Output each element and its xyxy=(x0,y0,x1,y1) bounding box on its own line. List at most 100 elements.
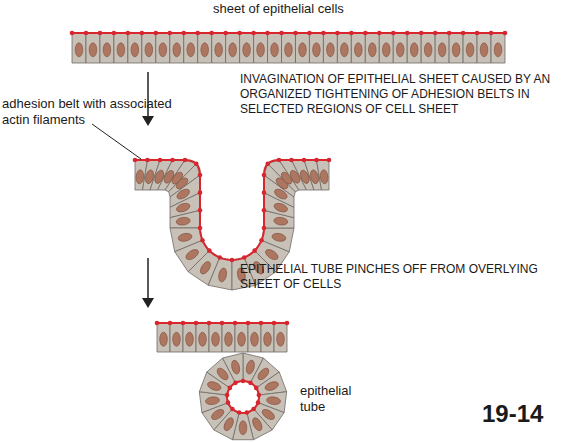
epithelial-cell xyxy=(86,33,100,63)
adherens-junction xyxy=(262,173,267,178)
cell-nucleus xyxy=(218,267,228,282)
adherens-junction xyxy=(230,258,235,263)
cell-nucleus xyxy=(210,407,226,421)
epithelial-cell xyxy=(128,33,142,63)
epithelial-cell xyxy=(208,258,232,290)
adherens-junction xyxy=(198,208,203,213)
adherens-junction xyxy=(461,31,466,36)
cell-nucleus xyxy=(251,416,264,432)
adherens-junction xyxy=(223,31,228,36)
epithelial-cell xyxy=(295,33,309,63)
structure-label: sheet of epithelial cells xyxy=(213,1,413,17)
adherens-junction xyxy=(254,386,259,391)
cell-nucleus xyxy=(243,43,251,57)
adherens-junction xyxy=(194,321,199,326)
epithelial-cell xyxy=(268,33,282,63)
epithelial-cell xyxy=(222,323,235,352)
adherens-junction xyxy=(98,31,103,36)
cell-nucleus xyxy=(145,43,153,57)
epithelial-cell xyxy=(309,33,323,63)
adherens-junction xyxy=(181,321,186,326)
adherens-junction xyxy=(257,393,262,398)
cell-nucleus xyxy=(257,43,265,57)
epithelial-cell xyxy=(254,33,268,63)
adherens-junction xyxy=(363,31,368,36)
adherens-junction xyxy=(272,321,277,326)
epithelial-cell xyxy=(196,323,209,352)
epithelial-cell xyxy=(157,323,170,352)
adherens-junction xyxy=(198,173,203,178)
adherens-junction xyxy=(237,410,242,415)
adherens-junction xyxy=(225,393,230,398)
adherens-junction xyxy=(256,400,261,405)
adherens-junction xyxy=(248,381,253,386)
cell-nucleus xyxy=(184,248,200,262)
adherens-junction xyxy=(252,248,257,253)
epithelial-cell xyxy=(262,228,294,252)
cell-nucleus xyxy=(264,380,280,392)
adherens-junction xyxy=(230,407,235,412)
epithelial-cell xyxy=(449,33,463,63)
adherens-junction xyxy=(405,31,410,36)
callout-label: adhesion belt with associated actin fila… xyxy=(2,96,180,128)
epithelial-cell xyxy=(393,33,407,63)
adherens-junction xyxy=(335,31,340,36)
cell-nucleus xyxy=(285,43,293,57)
cell-nucleus xyxy=(131,43,139,57)
cell-nucleus xyxy=(320,170,329,185)
epithelial-cell xyxy=(235,323,248,352)
adherens-junction xyxy=(251,407,256,412)
arrow-head xyxy=(142,116,154,126)
cell-nucleus xyxy=(238,332,246,346)
adherens-junction xyxy=(220,321,225,326)
adherens-junction xyxy=(217,255,222,260)
adherens-junction xyxy=(155,321,160,326)
adherens-junction xyxy=(237,31,242,36)
cell-nucleus xyxy=(186,332,194,346)
epithelial-cell xyxy=(477,33,491,63)
cell-nucleus xyxy=(173,43,181,57)
step-description: EPITHELIAL TUBE PINCHES OFF FROM OVERLYI… xyxy=(240,262,562,292)
epithelial-cell xyxy=(156,33,170,63)
epithelial-cell xyxy=(100,33,114,63)
adherens-junction xyxy=(198,226,203,231)
adherens-junction xyxy=(302,158,307,163)
adherens-junction xyxy=(307,31,312,36)
adherens-junction xyxy=(198,190,203,195)
epithelial-cell xyxy=(274,323,287,352)
actin-belt xyxy=(199,210,201,228)
epithelial-cell xyxy=(223,353,243,383)
structure-label: epithelial tube xyxy=(300,383,370,415)
cell-nucleus xyxy=(266,396,281,405)
adherens-junction xyxy=(419,31,424,36)
cell-nucleus xyxy=(327,43,335,57)
epithelial-cell xyxy=(317,160,330,190)
epithelial-cell xyxy=(435,33,449,63)
cell-nucleus xyxy=(251,332,259,346)
adherens-junction xyxy=(126,31,131,36)
cell-nucleus xyxy=(160,332,168,346)
adherens-junction xyxy=(158,158,163,163)
cell-nucleus xyxy=(494,43,502,57)
adherens-junction xyxy=(349,31,354,36)
adherens-junction xyxy=(259,321,264,326)
adherens-junction xyxy=(251,31,256,36)
adherens-junction xyxy=(226,400,231,405)
epithelial-cell xyxy=(337,33,351,63)
adherens-junction xyxy=(327,158,332,163)
epithelial-cell xyxy=(491,33,505,63)
cell-nucleus xyxy=(245,359,256,374)
epithelial-cell xyxy=(248,323,261,352)
adherens-junction xyxy=(262,226,267,231)
adherens-junction xyxy=(233,381,238,386)
adherens-junction xyxy=(207,321,212,326)
step-description: INVAGINATION OF EPITHELIAL SHEET CAUSED … xyxy=(240,72,562,117)
cell-nucleus xyxy=(466,43,474,57)
adherens-junction xyxy=(228,386,233,391)
cell-nucleus xyxy=(199,332,207,346)
adherens-junction xyxy=(377,31,382,36)
epithelial-cell xyxy=(379,33,393,63)
adherens-junction xyxy=(314,158,319,163)
cell-nucleus xyxy=(438,43,446,57)
